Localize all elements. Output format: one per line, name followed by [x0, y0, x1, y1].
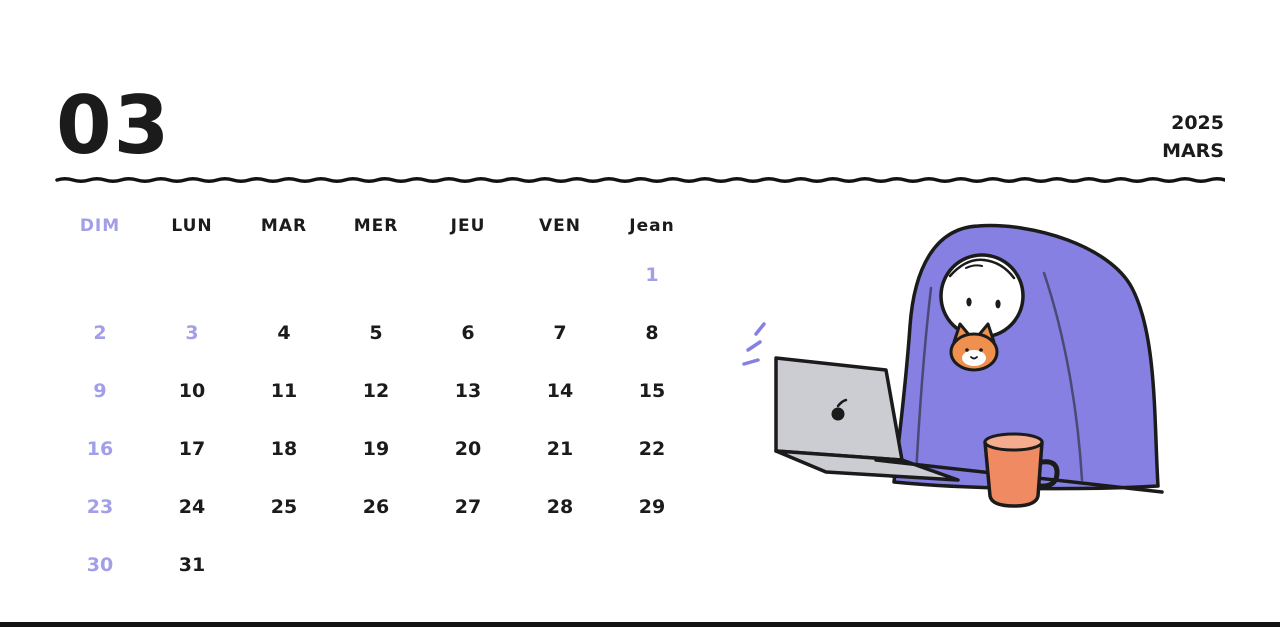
calendar-day-cell: 2 [93, 322, 107, 344]
calendar-day-cell: 23 [86, 496, 114, 518]
weekday-header-jeu: JEU [450, 216, 486, 236]
sparkle-icon [742, 322, 766, 366]
calendar-day-cell: 30 [86, 554, 114, 576]
weekday-header-row: DIM LUN MAR MER JEU VEN Jean [54, 206, 698, 246]
person-face [939, 253, 1025, 339]
calendar-day-cell: 6 [461, 322, 475, 344]
calendar-day-cell: 28 [546, 496, 574, 518]
calendar-day-cell: 14 [546, 380, 574, 402]
calendar-day-cell: 31 [178, 554, 206, 576]
page-bottom-edge [0, 622, 1280, 627]
month-number: 03 [56, 79, 172, 172]
calendar-day-cell: 13 [454, 380, 482, 402]
calendar-day-cell: 15 [638, 380, 666, 402]
calendar-day-cell: 18 [270, 438, 298, 460]
calendar-day-cell: 9 [93, 380, 107, 402]
calendar-day-cell: 7 [553, 322, 567, 344]
calendar-day-cell [238, 246, 330, 304]
calendar-day-cell: 19 [362, 438, 390, 460]
year-label: 2025 [1171, 112, 1224, 134]
calendar-day-cell: 29 [638, 496, 666, 518]
calendar-day-cell [514, 246, 606, 304]
weekday-header-sam: Jean [629, 216, 675, 236]
calendar-day-cell: 10 [178, 380, 206, 402]
calendar-day-cell: 20 [454, 438, 482, 460]
cat-icon [949, 322, 999, 372]
month-name-label: MARS [1162, 139, 1224, 162]
illustration-person-laptop [726, 218, 1172, 518]
calendar-day-cell [514, 536, 606, 594]
calendar-day-cell: 8 [645, 322, 659, 344]
calendar-day-cell: 17 [178, 438, 206, 460]
laptop-logo-icon [831, 398, 848, 421]
calendar-week-row: 30 31 [54, 536, 698, 594]
hand-drawn-divider [55, 174, 1225, 186]
mug-icon [983, 432, 1060, 508]
year-month-block: 2025 MARS [1162, 110, 1224, 165]
weekday-header-lun: LUN [171, 216, 213, 236]
calendar-day-cell [422, 246, 514, 304]
laptop-icon [774, 356, 960, 482]
calendar-day-cell: 24 [178, 496, 206, 518]
calendar-day-cell: 27 [454, 496, 482, 518]
calendar-day-cell: 12 [362, 380, 390, 402]
calendar-day-cell [330, 536, 422, 594]
calendar-day-cell: 22 [638, 438, 666, 460]
calendar-day-cell [146, 246, 238, 304]
calendar-day-cell: 26 [362, 496, 390, 518]
calendar-week-row: 16 17 18 19 20 21 22 [54, 420, 698, 478]
calendar-day-cell: 21 [546, 438, 574, 460]
calendar-week-row: 23 24 25 26 27 28 29 [54, 478, 698, 536]
calendar-day-cell [422, 536, 514, 594]
calendar-day-cell: 4 [277, 322, 291, 344]
calendar-grid: DIM LUN MAR MER JEU VEN Jean 1 2 3 4 5 6… [54, 206, 698, 594]
calendar-day-cell [54, 246, 146, 304]
calendar-day-cell: 1 [645, 264, 659, 286]
calendar-day-cell [606, 536, 698, 594]
calendar-day-cell: 11 [270, 380, 298, 402]
calendar-week-row: 2 3 4 5 6 7 8 [54, 304, 698, 362]
calendar-day-cell: 25 [270, 496, 298, 518]
weekday-header-dim: DIM [79, 216, 121, 236]
calendar-day-cell: 3 [185, 322, 199, 344]
calendar-day-cell [238, 536, 330, 594]
calendar-day-cell: 16 [86, 438, 114, 460]
weekday-header-mer: MER [353, 216, 399, 236]
weekday-header-mar: MAR [260, 216, 308, 236]
calendar-day-cell: 5 [369, 322, 383, 344]
calendar-day-cell [330, 246, 422, 304]
weekday-header-ven: VEN [539, 216, 581, 236]
calendar-week-row: 1 [54, 246, 698, 304]
calendar-week-row: 9 10 11 12 13 14 15 [54, 362, 698, 420]
